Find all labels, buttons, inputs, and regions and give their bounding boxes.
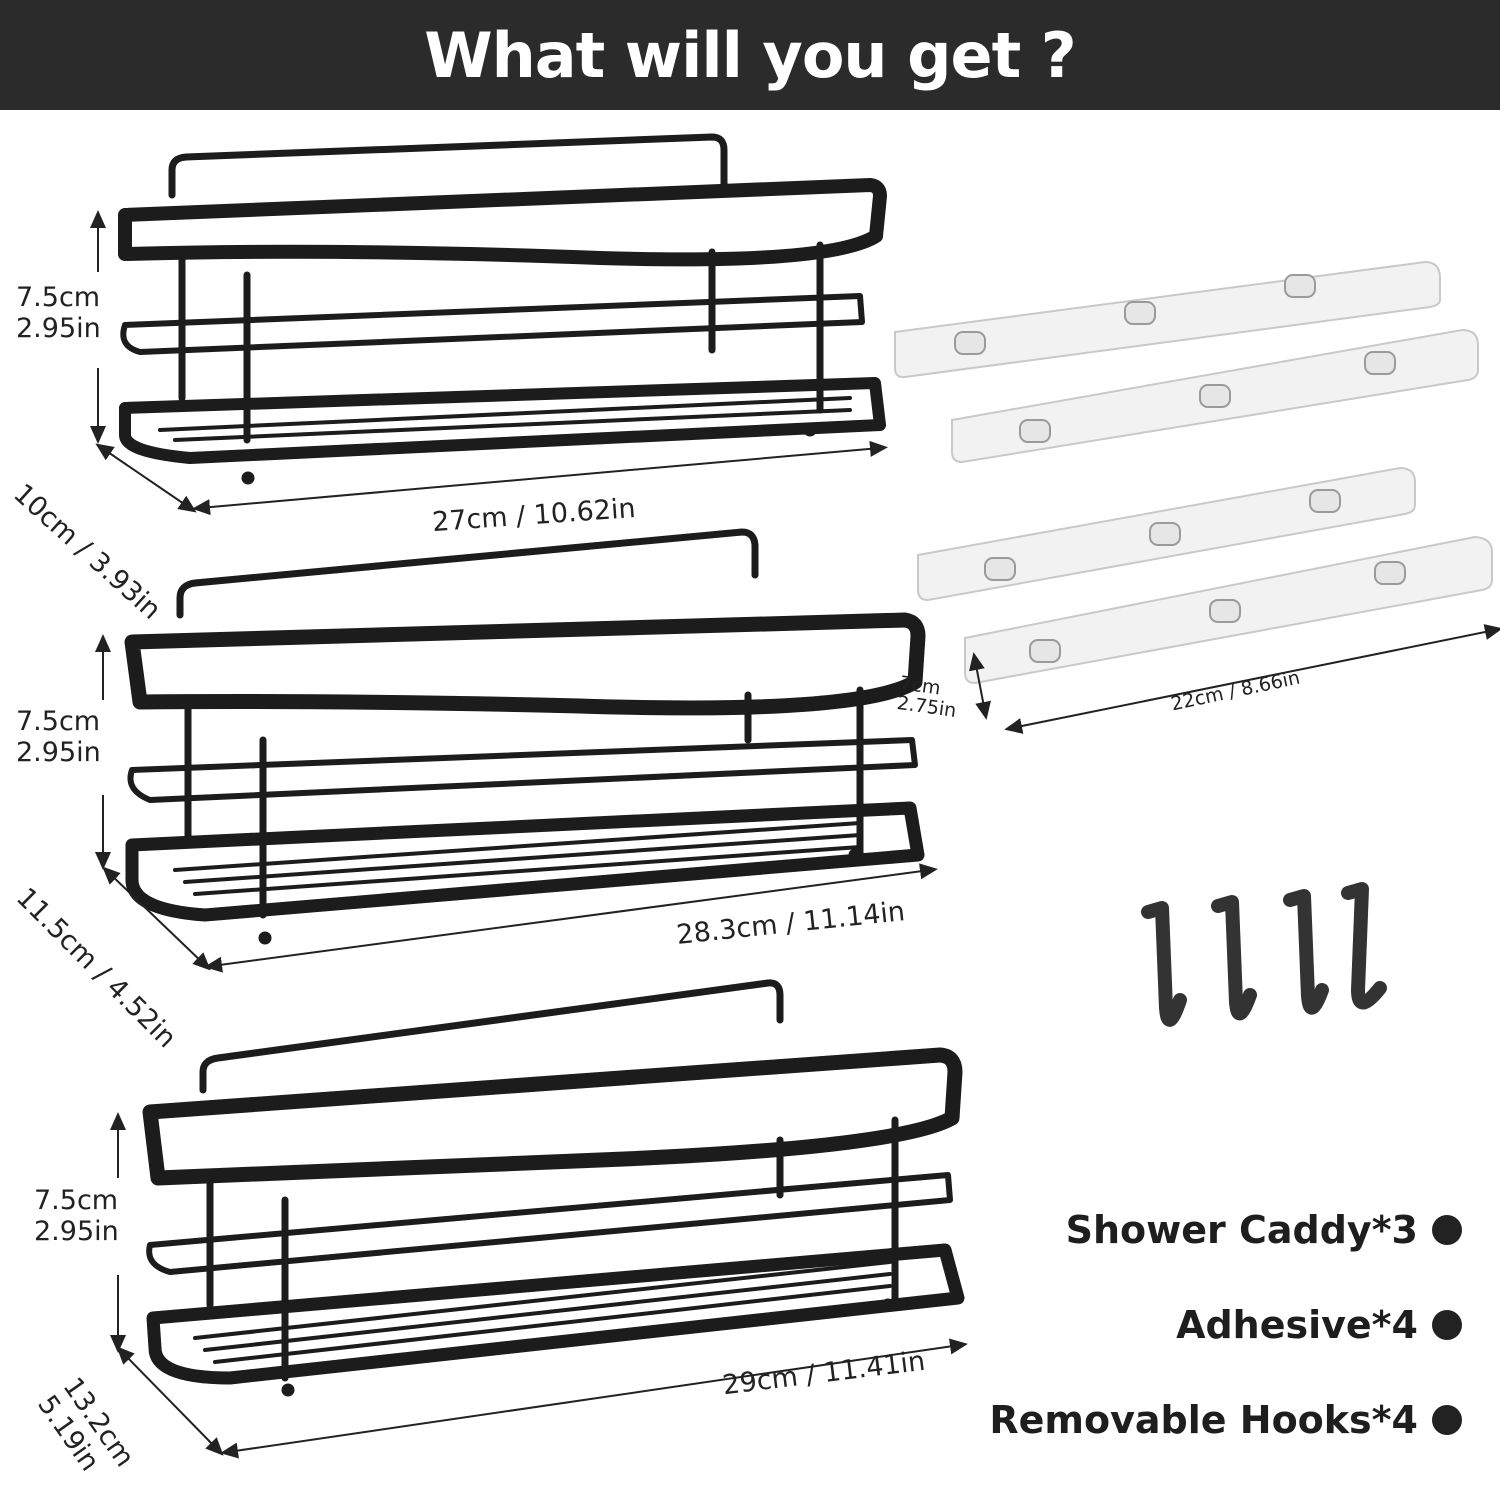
basket-2-height-cm: 7.5cm [16,706,101,737]
shower-caddy-1 [118,133,887,485]
adhesive-dimension-lines [969,624,1500,734]
basket-3-dimension-lines [110,1112,968,1459]
basket-2-height-label: 7.5cm 2.95in [16,706,101,768]
basket-1-dimension-lines [90,210,888,516]
basket-1-height-in: 2.95in [16,313,101,345]
removable-hooks [1141,882,1387,1027]
basket-1-height-cm: 7.5cm [16,282,101,313]
adhesive-hook-mounts [954,274,1406,663]
adhesive-strips [894,260,1493,685]
legend-item-removable-hooks: Removable Hooks*4 [989,1398,1462,1442]
basket-3-height-cm: 7.5cm [34,1185,119,1216]
basket-2-dimension-lines [95,634,938,973]
legend-item-adhesive: Adhesive*4 [1176,1303,1462,1347]
legend-label: Removable Hooks*4 [989,1398,1418,1442]
adhesive-height-label: 7cm 2.75in [896,672,961,722]
shower-caddy-2 [124,528,926,945]
bullet-icon [1432,1215,1462,1245]
basket-2-height-in: 2.95in [16,737,101,769]
basket-3-height-label: 7.5cm 2.95in [34,1185,119,1247]
legend-label: Adhesive*4 [1176,1303,1418,1347]
legend-item-shower-caddy: Shower Caddy*3 [1066,1208,1462,1252]
shower-caddy-3 [142,979,965,1397]
bullet-icon [1432,1405,1462,1435]
basket-3-height-in: 2.95in [34,1216,119,1248]
header-banner: What will you get ? [0,0,1500,110]
legend-label: Shower Caddy*3 [1065,1208,1418,1252]
basket-1-height-label: 7.5cm 2.95in [16,282,101,344]
page-title: What will you get ? [424,18,1077,92]
bullet-icon [1432,1310,1462,1340]
